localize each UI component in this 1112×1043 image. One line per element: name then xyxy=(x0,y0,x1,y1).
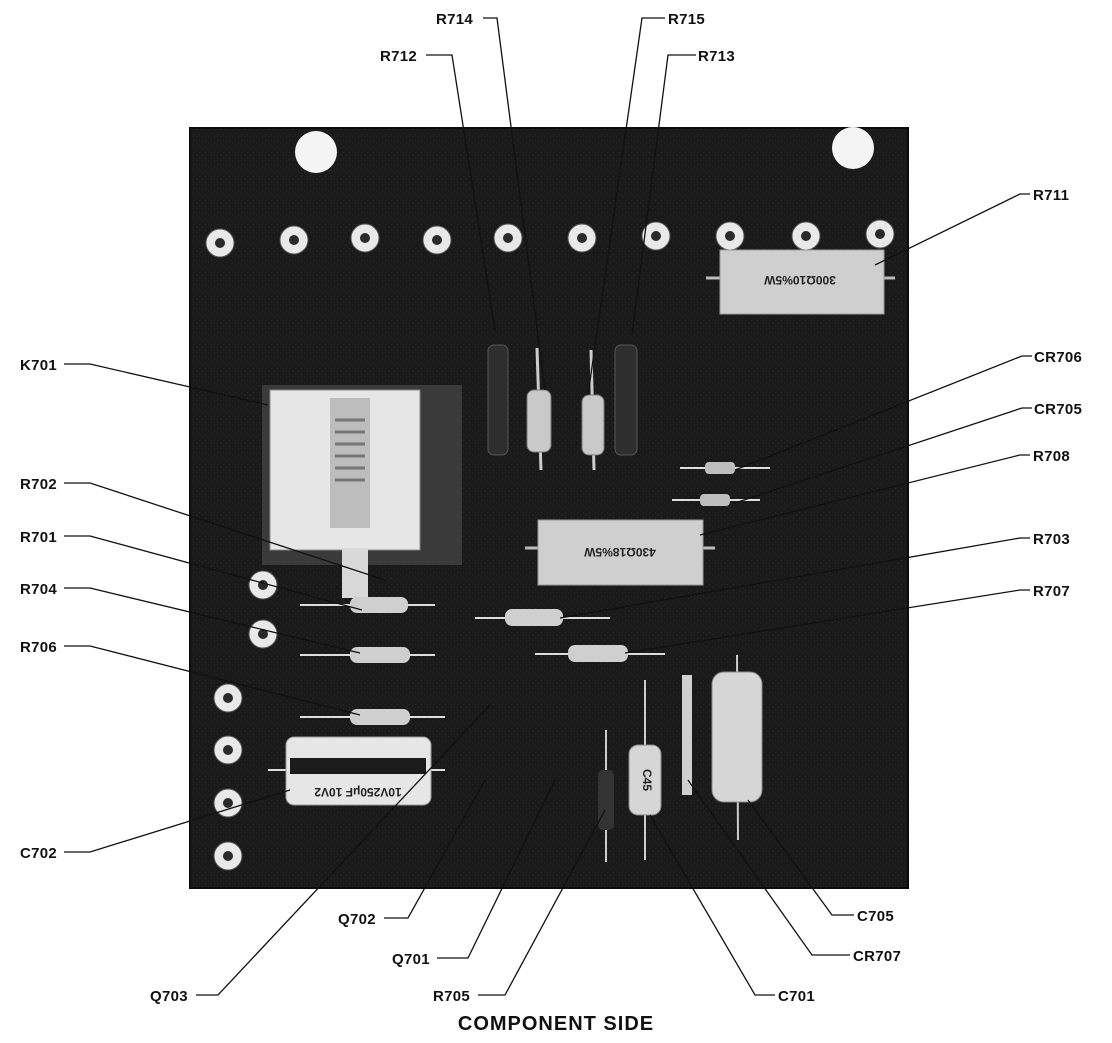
label-r708: R708 xyxy=(1033,448,1070,465)
label-q703: Q703 xyxy=(150,988,188,1005)
r711-power-resistor: 300Ω10%5W xyxy=(706,249,895,315)
label-r703: R703 xyxy=(1033,531,1070,548)
diagram-caption: COMPONENT SIDE xyxy=(457,1013,655,1035)
upper-axial-components xyxy=(487,344,638,471)
horizontal-resistors xyxy=(300,462,770,725)
label-q701: Q701 xyxy=(392,951,430,968)
r708-body-marking: 430Ω18%5W xyxy=(584,545,656,559)
label-r711: R711 xyxy=(1033,187,1069,204)
label-cr706: CR706 xyxy=(1034,349,1082,366)
mounting-hole-left xyxy=(295,131,337,173)
label-r705: R705 xyxy=(433,988,470,1005)
label-r714: R714 xyxy=(436,11,473,28)
label-r704: R704 xyxy=(20,581,57,598)
capacitor-c702: 10V250μF 10V2 xyxy=(268,736,445,806)
leader-lines xyxy=(64,17,1032,996)
r711-body-marking: 300Ω10%5W xyxy=(764,273,836,287)
label-k701: K701 xyxy=(20,357,57,374)
label-r715: R715 xyxy=(668,11,705,28)
component-labels: R714 R715 R712 R713 R711 K701 CR706 CR70… xyxy=(20,11,1082,1005)
c702-body-marking: 10V250μF 10V2 xyxy=(314,785,402,799)
label-c705: C705 xyxy=(857,908,894,925)
label-c701: C701 xyxy=(778,988,815,1005)
mounting-hole-right xyxy=(832,127,874,169)
label-c702: C702 xyxy=(20,845,57,862)
label-q702: Q702 xyxy=(338,911,376,928)
c701-body-marking: C45 xyxy=(640,769,654,791)
relay-k701 xyxy=(262,385,462,598)
label-cr707: CR707 xyxy=(853,948,901,965)
label-r712: R712 xyxy=(380,48,417,65)
label-r702: R702 xyxy=(20,476,57,493)
label-r707: R707 xyxy=(1033,583,1070,600)
label-r706: R706 xyxy=(20,639,57,656)
label-r701: R701 xyxy=(20,529,57,546)
label-cr705: CR705 xyxy=(1034,401,1082,418)
r708-power-resistor: 430Ω18%5W xyxy=(525,519,715,586)
label-r713: R713 xyxy=(698,48,735,65)
